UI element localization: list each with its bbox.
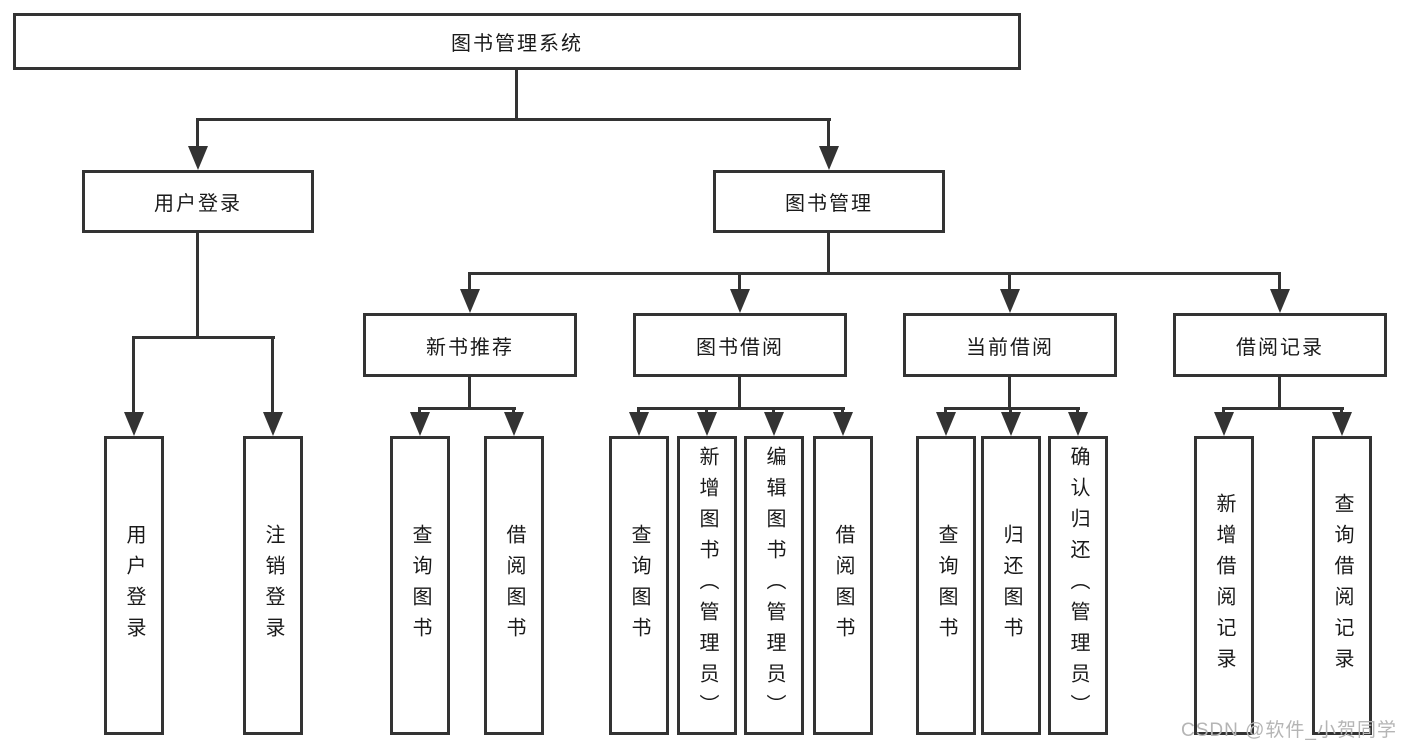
connector-line [944,407,1080,410]
connector-line [418,407,421,415]
arrow-down-icon [124,412,144,436]
arrow-down-icon [1001,412,1021,436]
node-current-borrowing: 当前借阅 [903,313,1117,377]
connector-line [468,272,471,291]
leaf-query-books-recommend: 查询图书 [390,436,450,735]
leaf-label: 查询借阅记录 [1331,492,1353,679]
leaf-label: 借阅图书 [832,523,854,648]
connector-line [515,69,518,121]
connector-line [196,233,199,339]
leaf-query-books-current: 查询图书 [916,436,976,735]
node-user-login: 用户登录 [82,170,314,233]
connector-line [1008,272,1011,291]
leaf-confirm-return-admin: 确认归还（管理员） [1048,436,1108,735]
connector-line [705,407,708,415]
leaf-label: 查询图书 [409,523,431,648]
connector-line [196,118,199,149]
node-label: 新书推荐 [426,336,514,359]
arrow-down-icon [764,412,784,436]
connector-line [841,407,844,415]
arrow-down-icon [1270,289,1290,313]
leaf-label: 查询图书 [628,523,650,648]
leaf-label: 注销登录 [262,523,284,648]
arrow-down-icon [629,412,649,436]
node-borrowing-records: 借阅记录 [1173,313,1387,377]
connector-line [1076,407,1079,415]
leaf-label: 用户登录 [123,523,145,648]
connector-line [1278,377,1281,410]
connector-line [637,407,845,410]
connector-line [1222,407,1225,415]
arrow-down-icon [188,146,208,170]
leaf-query-borrow-record: 查询借阅记录 [1312,436,1372,735]
arrow-down-icon [504,412,524,436]
node-label: 图书管理系统 [451,33,583,55]
arrow-down-icon [263,412,283,436]
node-label: 用户登录 [154,193,242,215]
connector-line [827,233,830,275]
node-book-management: 图书管理 [713,170,945,233]
node-label: 图书借阅 [696,336,784,359]
connector-line [1340,407,1343,415]
connector-line [1222,407,1344,410]
connector-line [132,336,135,414]
arrow-down-icon [1068,412,1088,436]
arrow-down-icon [730,289,750,313]
leaf-label: 确认归还（管理员） [1067,446,1089,725]
node-library-system: 图书管理系统 [13,13,1021,70]
node-book-borrowing: 图书借阅 [633,313,847,377]
arrow-down-icon [833,412,853,436]
node-label: 借阅记录 [1236,336,1324,359]
arrow-down-icon [819,146,839,170]
connector-line [637,407,640,415]
leaf-edit-books-admin: 编辑图书（管理员） [744,436,804,735]
leaf-label: 新增图书（管理员） [696,446,718,725]
arrow-down-icon [1000,289,1020,313]
leaf-label: 借阅图书 [503,523,525,648]
connector-line [468,377,471,410]
leaf-query-books-borrowing: 查询图书 [609,436,669,735]
connector-line [772,407,775,415]
leaf-user-login: 用户登录 [104,436,164,735]
leaf-label: 新增借阅记录 [1213,492,1235,679]
connector-line [1278,272,1281,291]
leaf-add-books-admin: 新增图书（管理员） [677,436,737,735]
connector-line [133,336,275,339]
connector-line [738,272,741,291]
arrow-down-icon [1214,412,1234,436]
connector-line [512,407,515,415]
arrow-down-icon [460,289,480,313]
connector-line [1008,377,1011,410]
leaf-label: 查询图书 [935,523,957,648]
leaf-return-books: 归还图书 [981,436,1041,735]
connector-line [827,118,830,149]
connector-line [944,407,947,415]
arrow-down-icon [936,412,956,436]
leaf-borrow-books-borrowing: 借阅图书 [813,436,873,735]
leaf-borrow-books-recommend: 借阅图书 [484,436,544,735]
connector-line [738,377,741,410]
arrow-down-icon [410,412,430,436]
connector-line [419,407,516,410]
connector-line [469,272,1281,275]
node-label: 当前借阅 [966,336,1054,359]
leaf-logout: 注销登录 [243,436,303,735]
node-label: 图书管理 [785,193,873,215]
leaf-add-borrow-record: 新增借阅记录 [1194,436,1254,735]
arrow-down-icon [1332,412,1352,436]
node-new-book-recommendation: 新书推荐 [363,313,577,377]
connector-line [1009,407,1012,415]
leaf-label: 归还图书 [1000,523,1022,648]
connector-line [197,118,831,121]
watermark: CSDN @软件_小贺同学 [1181,720,1397,741]
connector-line [271,336,274,414]
arrow-down-icon [697,412,717,436]
leaf-label: 编辑图书（管理员） [763,446,785,725]
